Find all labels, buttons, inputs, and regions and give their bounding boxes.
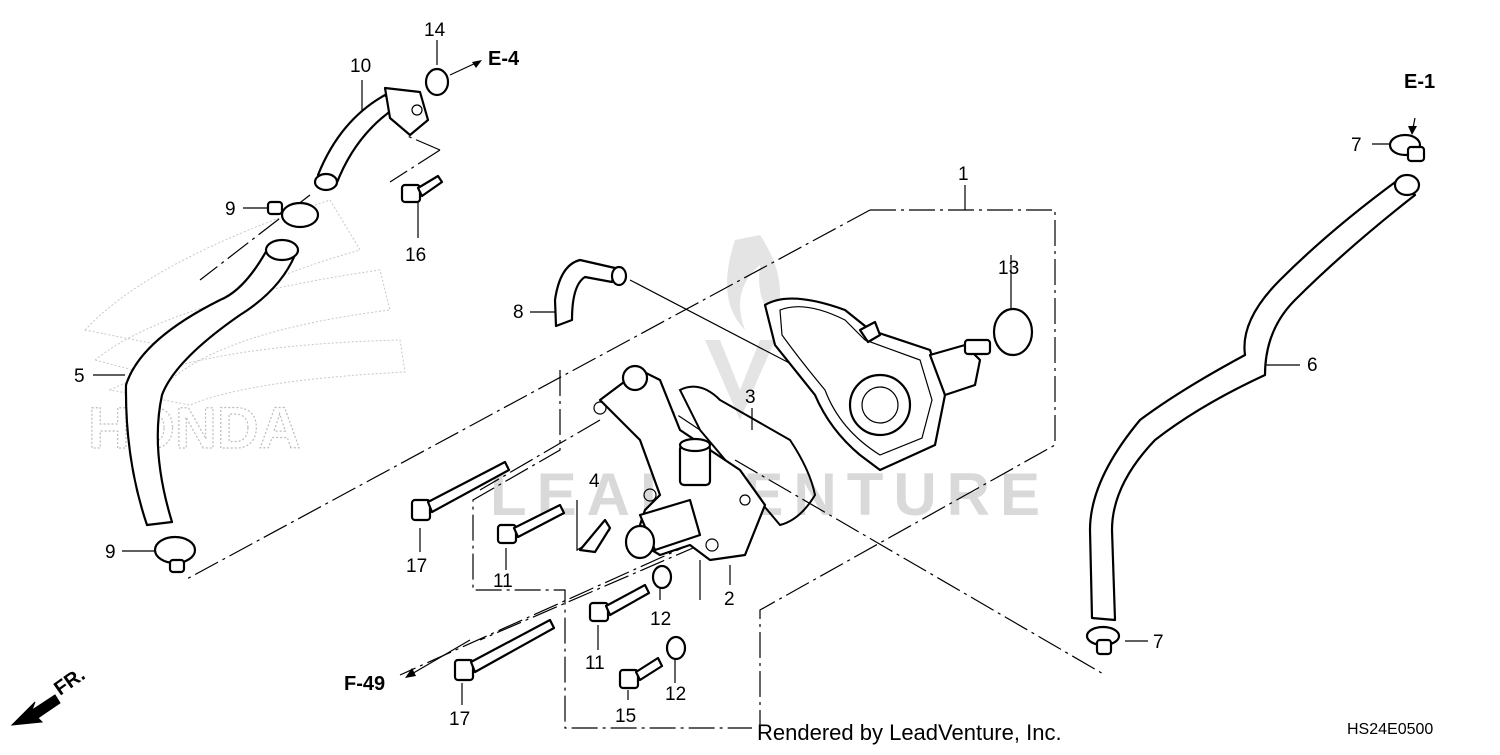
callout-12-upper: 12 xyxy=(650,609,671,630)
part-7-clamp-upper xyxy=(1388,133,1426,163)
part-5-hose xyxy=(124,238,300,527)
callout-2: 2 xyxy=(724,589,735,610)
callout-7-upper: 7 xyxy=(1351,135,1362,156)
callout-11-upper: 11 xyxy=(493,571,513,592)
callout-9-upper: 9 xyxy=(225,199,236,220)
callout-11-lower: 11 xyxy=(585,653,605,674)
part-4-clip xyxy=(578,518,612,554)
part-1-water-pump xyxy=(763,297,992,472)
callout-1: 1 xyxy=(958,164,969,185)
callout-3: 3 xyxy=(745,387,756,408)
callout-labels: 1 2 3 4 5 6 7 7 8 9 9 10 11 11 12 12 13 … xyxy=(74,20,1362,730)
ref-f49: F-49 xyxy=(344,673,385,695)
callout-14: 14 xyxy=(424,20,446,41)
reference-labels: E-4 E-1 F-49 FR. xyxy=(50,48,1435,700)
callout-17-upper: 17 xyxy=(406,556,427,577)
callout-8: 8 xyxy=(513,302,524,323)
callout-13: 13 xyxy=(998,258,1019,279)
callout-15: 15 xyxy=(615,706,636,727)
ref-e1: E-1 xyxy=(1404,71,1435,93)
part-14-o-ring xyxy=(424,67,450,97)
callout-10: 10 xyxy=(350,56,371,77)
e4-arrowhead xyxy=(472,60,482,68)
part-10-elbow-pipe xyxy=(313,86,430,192)
part-9-clamp-upper xyxy=(266,200,320,229)
part-16-bolt xyxy=(400,174,444,204)
ref-e4: E-4 xyxy=(488,48,520,70)
part-15-bolt xyxy=(618,656,664,690)
part-11-bolt-lower xyxy=(588,583,651,623)
f49-arrow xyxy=(409,639,471,676)
callout-9-lower: 9 xyxy=(105,542,116,563)
watermark-text: LEADVENTURE xyxy=(490,461,1050,528)
part-12-washer-upper xyxy=(651,564,673,590)
f49-arrowhead xyxy=(405,668,416,678)
ref-front: FR. xyxy=(50,664,89,701)
part-2-housing xyxy=(593,364,767,562)
front-arrow-icon xyxy=(10,694,61,726)
part-7-clamp-lower xyxy=(1085,625,1121,656)
diagram-code: HS24E0500 xyxy=(1347,721,1433,738)
part-9-clamp-lower xyxy=(153,535,197,574)
part-17-bolt-upper xyxy=(410,460,511,522)
e4-arrow xyxy=(449,61,479,76)
credit-text: Rendered by LeadVenture, Inc. xyxy=(757,720,1062,745)
callout-16: 16 xyxy=(405,245,426,266)
callout-7-lower: 7 xyxy=(1153,632,1164,653)
e1-arrowhead xyxy=(1408,126,1417,135)
part-6-long-hose xyxy=(1088,173,1421,622)
part-11-bolt-upper xyxy=(496,503,566,545)
part-12-washer-lower xyxy=(665,635,687,661)
honda-wing-logo: HONDA xyxy=(84,199,406,462)
part-17-bolt-lower xyxy=(453,618,556,682)
part-13-o-ring xyxy=(992,307,1034,357)
part-8-small-hose xyxy=(553,258,628,328)
part-3-gasket xyxy=(678,385,817,527)
leader-lines xyxy=(93,40,1395,705)
callout-5: 5 xyxy=(74,366,85,387)
honda-logo-text: HONDA xyxy=(88,396,301,461)
callout-6: 6 xyxy=(1307,355,1318,376)
callout-4: 4 xyxy=(589,471,600,492)
callout-12-lower: 12 xyxy=(665,684,686,705)
callout-17-lower: 17 xyxy=(449,709,470,730)
